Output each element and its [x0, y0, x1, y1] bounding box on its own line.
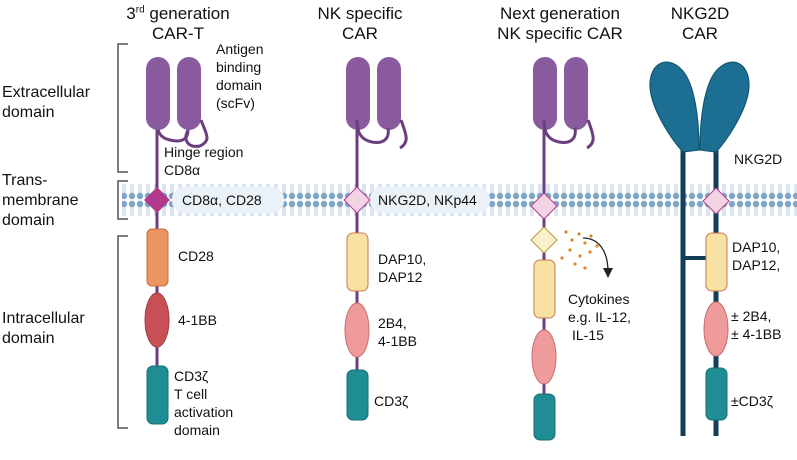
- label-nkg2d: NKG2D: [734, 151, 783, 167]
- tm-diamond-next: [530, 192, 558, 220]
- cd3z-domain-car-t: [146, 365, 169, 425]
- nkg2d-lobe-right: [699, 61, 750, 153]
- cd3z-domain-nkg2d: [705, 367, 728, 421]
- domain-transmembrane: Trans- membrane domain: [2, 172, 79, 229]
- tm-diamond-nkg2d: [702, 187, 730, 215]
- scfv-vl: [177, 57, 201, 130]
- tm-label-box-nk: [370, 187, 490, 213]
- label-cd3z-car-t: CD3ζ T cell activation domain: [174, 368, 234, 438]
- header-next: Next generation NK specific CAR: [497, 4, 623, 43]
- next-gen-nk-car-construct: [530, 57, 613, 441]
- label-cd28: CD28: [178, 248, 214, 264]
- tm-diamond-nk: [343, 186, 371, 214]
- cytokine-arrow: [582, 237, 609, 273]
- tm-label-box-car-t: [172, 187, 284, 213]
- label-2b4-nk: 2B4, 4-1BB: [378, 315, 417, 349]
- car-t-construct: [144, 57, 209, 425]
- label-dap-nk: DAP10, DAP12: [378, 251, 427, 285]
- 2b4-domain-nk: [344, 302, 370, 358]
- label-cytokines: Cytokines e.g. IL-12, IL-15: [568, 291, 632, 343]
- label-antigen-binding: Antigen binding domain (scFv): [216, 41, 264, 111]
- nkg2d-lobe-left: [649, 61, 700, 153]
- label-2b4-nkg2d: ± 2B4, ± 4-1BB: [731, 308, 782, 342]
- header-nk: NK specific CAR: [317, 4, 403, 43]
- label-tm-car-t: CD8α, CD28: [182, 192, 262, 208]
- cd3z-domain-next: [533, 393, 556, 441]
- dap-domain-nk: [346, 232, 369, 292]
- domain-extracellular: Extracellular domain: [2, 84, 91, 121]
- cytokine-dots: [560, 230, 599, 270]
- nkg2d-car-construct: [649, 61, 750, 436]
- domain-intracellular: Intracellular domain: [2, 310, 85, 347]
- scfv-vh: [146, 57, 170, 130]
- cytokine-diamond: [530, 226, 558, 254]
- label-cd3z-nk: CD3ζ: [374, 393, 409, 409]
- label-41bb-car-t: 4-1BB: [178, 312, 217, 328]
- label-cd3z-nkg2d: ±CD3ζ: [731, 393, 773, 409]
- 2b4-domain-next: [531, 329, 557, 385]
- dap-domain-nkg2d: [705, 232, 728, 292]
- cd3z-domain-nk: [346, 369, 369, 421]
- header-gen3: 3rd generation CAR-T: [126, 4, 230, 43]
- cd28-domain: [146, 228, 169, 287]
- nk-car-construct: [343, 57, 408, 421]
- header-nkg2d: NKG2D CAR: [670, 4, 730, 43]
- bracket-transmembrane: [117, 180, 128, 220]
- bracket-extracellular: [117, 43, 128, 173]
- tm-diamond-car-t: [144, 187, 170, 213]
- 2b4-domain-nkg2d: [703, 301, 729, 357]
- label-tm-nk: NKG2D, NKp44: [378, 192, 477, 208]
- label-dap-nkg2d: DAP10, DAP12,: [732, 239, 781, 273]
- bracket-intracellular: [117, 235, 128, 429]
- 41bb-domain-car-t: [144, 292, 170, 348]
- label-hinge: Hinge region CD8α: [164, 144, 244, 178]
- dap-domain-next: [533, 259, 556, 319]
